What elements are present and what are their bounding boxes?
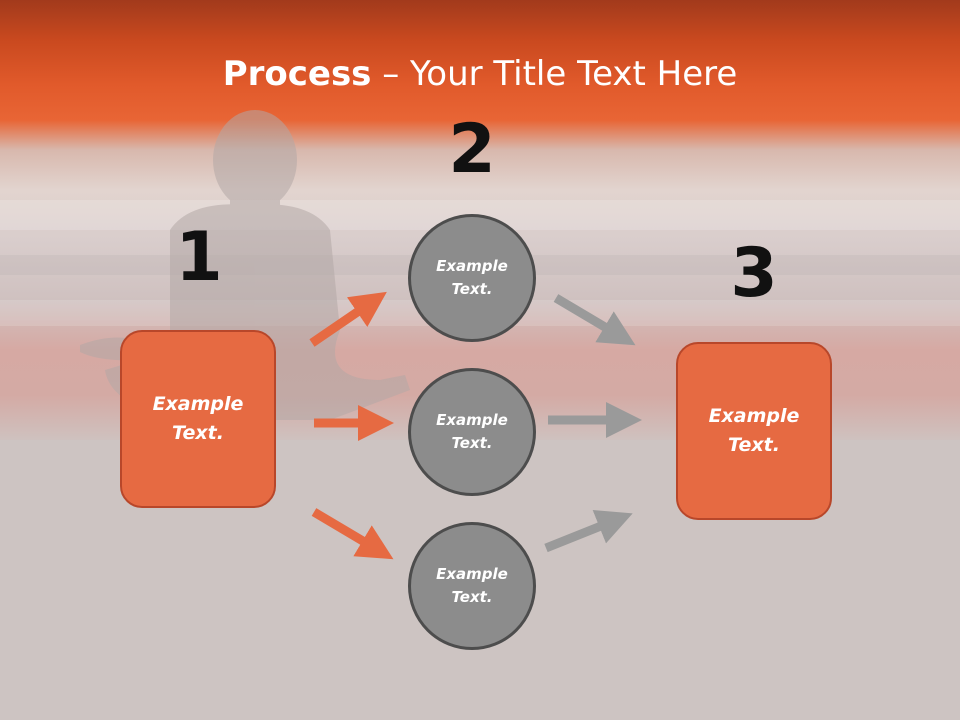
step-box-1[interactable]: Example Text. (120, 330, 276, 508)
step-number-1: 1 (175, 218, 223, 297)
process-circle-2-line2: Text. (451, 434, 493, 452)
arrow-gray-down (544, 509, 633, 553)
arrow-orange-down (311, 508, 394, 560)
page-title: Process – Your Title Text Here (0, 52, 960, 96)
step-box-3[interactable]: Example Text. (676, 342, 832, 520)
arrow-gray-up (553, 294, 636, 346)
process-circle-2-line1: Example (436, 411, 508, 429)
process-circle-1-line2: Text. (451, 280, 493, 298)
process-circle-3[interactable]: Example Text. (408, 522, 536, 650)
process-circle-2[interactable]: Example Text. (408, 368, 536, 496)
arrow-orange-up (309, 291, 387, 347)
step-number-2: 2 (448, 110, 496, 189)
title-rest: – Your Title Text Here (371, 54, 738, 94)
step-number-3: 3 (730, 234, 778, 313)
title-bold: Process (222, 54, 372, 94)
step-box-3-line2: Text. (728, 434, 780, 456)
process-circle-3-line2: Text. (451, 588, 493, 606)
process-circle-1[interactable]: Example Text. (408, 214, 536, 342)
process-circle-1-line1: Example (436, 257, 508, 275)
step-box-1-line1: Example (152, 393, 244, 415)
process-circle-3-line1: Example (436, 565, 508, 583)
step-box-1-line2: Text. (172, 422, 224, 444)
step-box-3-line1: Example (708, 405, 800, 427)
